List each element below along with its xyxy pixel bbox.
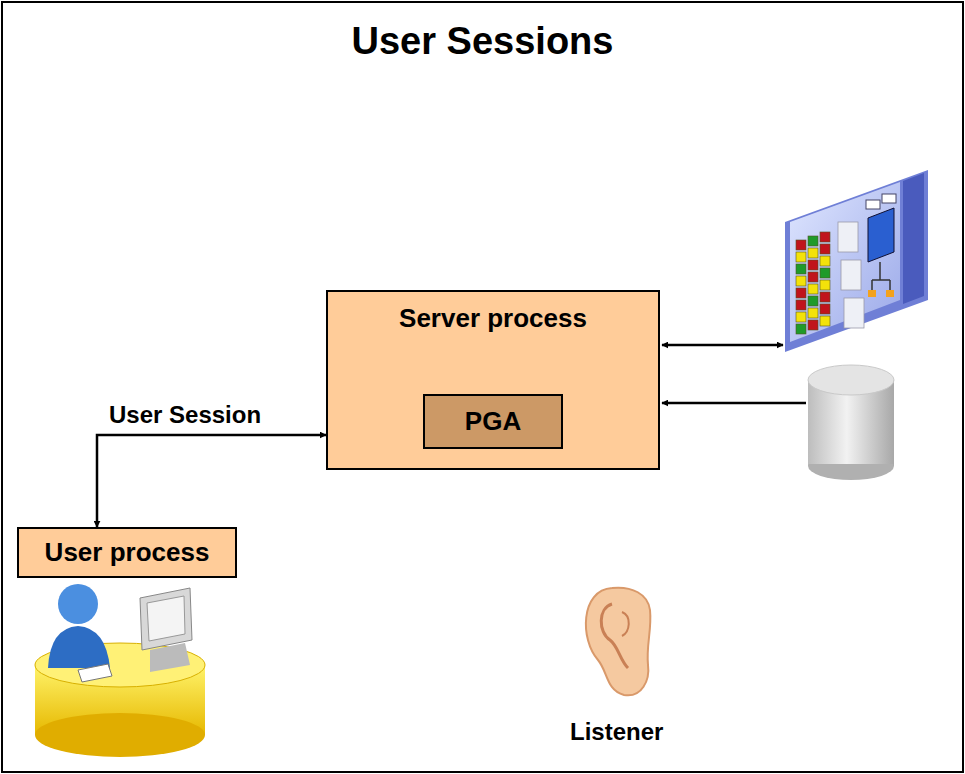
edge-label: User Session bbox=[109, 401, 261, 429]
session-connector bbox=[97, 435, 326, 527]
sga-panel bbox=[785, 170, 928, 352]
datafile-link bbox=[662, 402, 806, 405]
database-cylinder bbox=[808, 365, 894, 480]
title: User Sessions bbox=[0, 20, 965, 63]
node-text: Server process bbox=[399, 302, 587, 335]
node-text: PGA bbox=[465, 405, 521, 438]
node-text: User process bbox=[45, 536, 210, 569]
user-icon bbox=[35, 584, 205, 757]
sga-link bbox=[662, 344, 783, 347]
pga-box: PGA bbox=[423, 394, 563, 449]
ear-icon bbox=[586, 588, 651, 696]
server-process-box: Server processPGA bbox=[326, 290, 660, 470]
listener-label: Listener bbox=[570, 718, 663, 746]
user-process-box: User process bbox=[17, 527, 237, 578]
